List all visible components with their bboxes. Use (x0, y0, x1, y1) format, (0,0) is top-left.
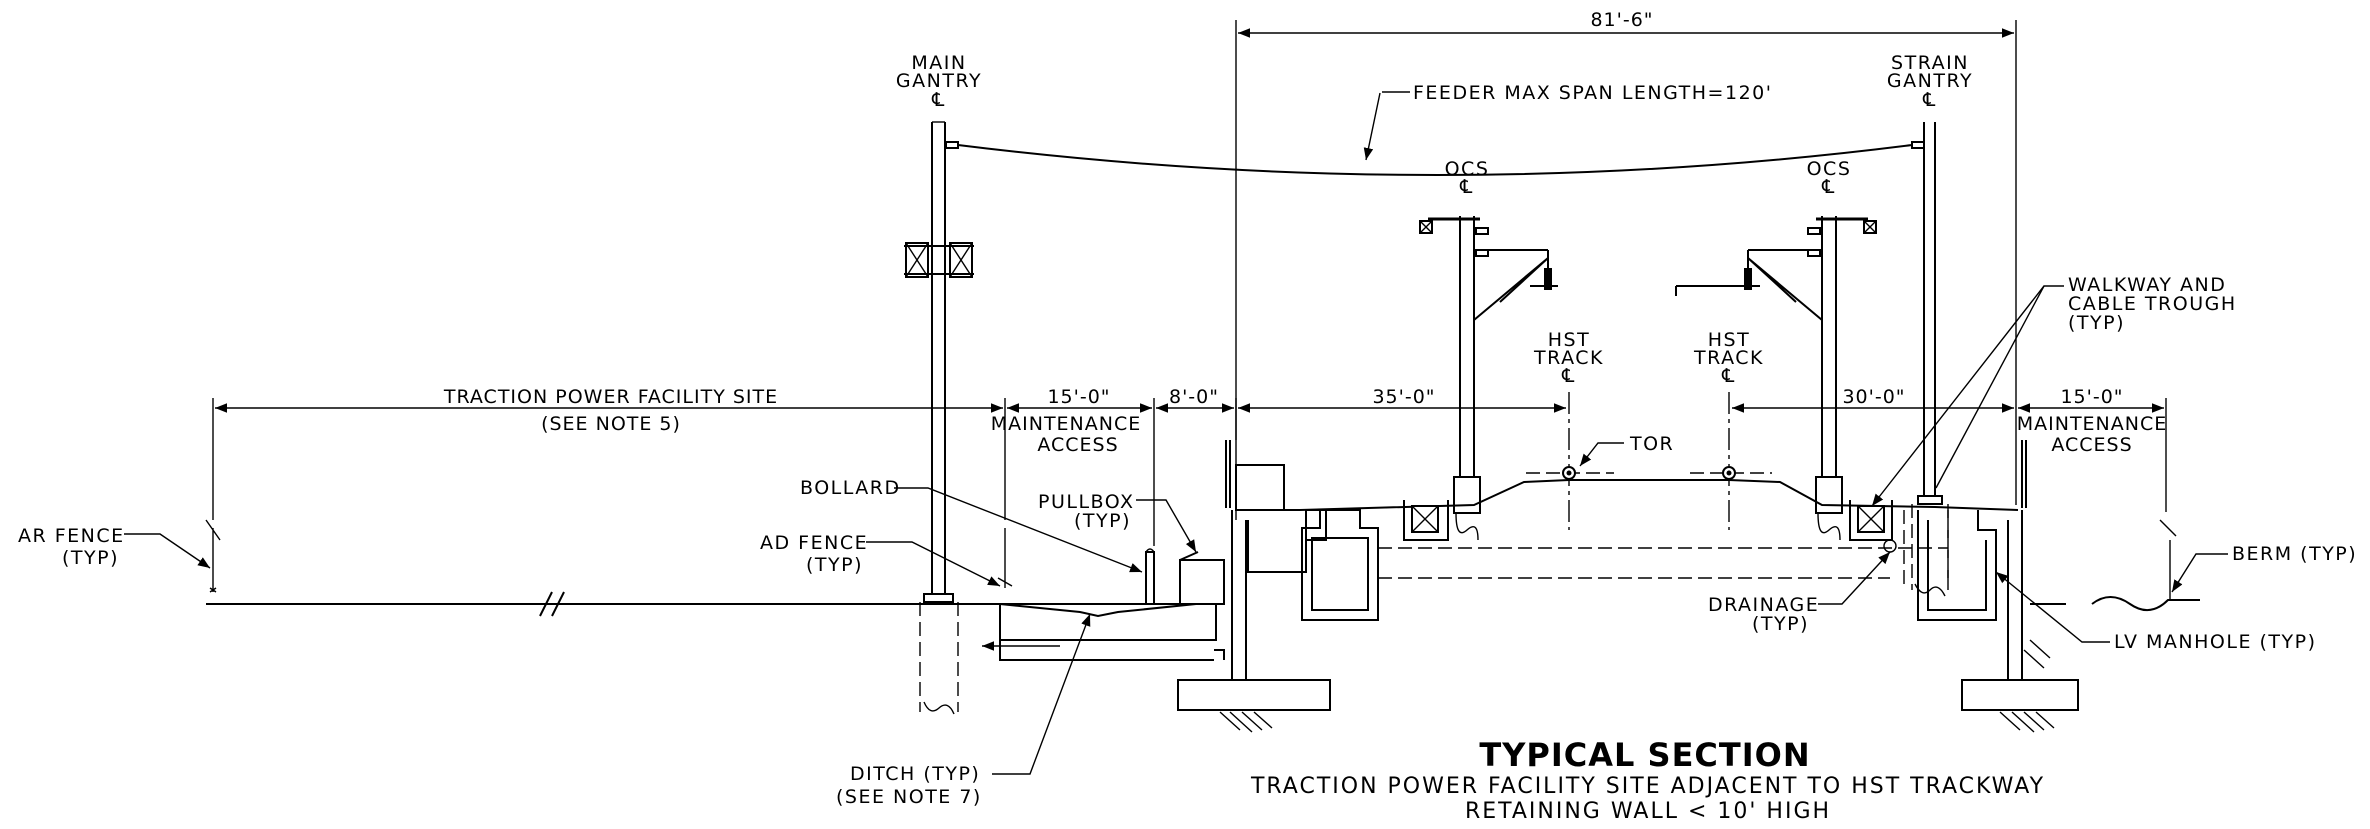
ad-fence-label-2: (TYP) (806, 554, 863, 576)
dimension-row: TRACTION POWER FACILITY SITE (SEE NOTE 5… (212, 386, 2168, 546)
ocs-right-label: OCS (1807, 158, 1852, 180)
hst-right-centerline-icon: ℄ (1721, 365, 1736, 387)
callouts: AR FENCE (TYP) AD FENCE (TYP) BOLLARD PU… (18, 274, 2357, 808)
tpf-site-dim-label: TRACTION POWER FACILITY SITE (443, 386, 778, 408)
pullbox-label-2: (TYP) (1074, 510, 1131, 532)
hst-right-label-1: HST (1708, 329, 1750, 351)
ocs-pole-right: OCS ℄ (1675, 158, 1877, 541)
eight-ft-dim: 8'-0" (1169, 386, 1219, 408)
berm-label: BERM (TYP) (2232, 543, 2357, 565)
ar-fence-label-1: AR FENCE (18, 525, 125, 547)
maint-right-dim: 15'-0" (2060, 386, 2123, 408)
strain-gantry: STRAIN GANTRY ℄ (1887, 52, 1973, 597)
pullbox-label-1: PULLBOX (1038, 491, 1135, 513)
walkway-label-3: (TYP) (2068, 312, 2125, 334)
title-block: TYPICAL SECTION TRACTION POWER FACILITY … (1250, 736, 2045, 824)
ar-fence-label-2: (TYP) (62, 547, 119, 569)
title-line-1: TRACTION POWER FACILITY SITE ADJACENT TO… (1250, 774, 2045, 799)
bollard-label: BOLLARD (800, 477, 901, 499)
ad-fence-label-1: AD FENCE (760, 532, 868, 554)
main-gantry-centerline-icon: ℄ (931, 89, 946, 111)
ocs-right-centerline-icon: ℄ (1821, 176, 1836, 198)
maint-left-dim: 15'-0" (1047, 386, 1110, 408)
ocs-left-label: OCS (1445, 158, 1490, 180)
feeder-label: FEEDER MAX SPAN LENGTH=120' (1413, 82, 1772, 104)
strain-gantry-centerline-icon: ℄ (1922, 89, 1937, 111)
ocs-pole-left: OCS ℄ (1419, 158, 1558, 541)
overall-dim-text: 81'-6" (1590, 9, 1653, 31)
ditch-label-2: (SEE NOTE 7) (836, 786, 982, 808)
ground (206, 519, 2200, 661)
hst-left-label-1: HST (1548, 329, 1590, 351)
title-main: TYPICAL SECTION (1479, 736, 1810, 774)
strain-gantry-label-1: STRAIN (1891, 52, 1969, 74)
maint-right-label-1: MAINTENANCE (2017, 413, 2168, 435)
hst-tracks: HST TRACK ℄ HST TRACK ℄ TOR (1526, 329, 1772, 530)
hst-left-centerline-icon: ℄ (1561, 365, 1576, 387)
walkway-label-1: WALKWAY AND (2068, 274, 2226, 296)
drainage-label-2: (TYP) (1752, 613, 1809, 635)
tpf-site-note: (SEE NOTE 5) (541, 413, 681, 435)
ocs-left-centerline-icon: ℄ (1459, 176, 1474, 198)
title-line-2: RETAINING WALL < 10' HIGH (1465, 799, 1831, 824)
main-gantry-label-1: MAIN (911, 52, 966, 74)
feeder-cable: FEEDER MAX SPAN LENGTH=120' (957, 82, 1913, 176)
fences (205, 519, 1013, 593)
main-gantry-label-2: GANTRY (896, 70, 982, 92)
hst-left-label-2: TRACK (1533, 347, 1604, 369)
maint-left-label-1: MAINTENANCE (991, 413, 1142, 435)
drainage-label-1: DRAINAGE (1708, 594, 1819, 616)
thirtyfive-ft-dim: 35'-0" (1372, 386, 1435, 408)
strain-gantry-label-2: GANTRY (1887, 70, 1973, 92)
trackbed (1177, 440, 2079, 733)
hst-right-label-2: TRACK (1693, 347, 1764, 369)
ditch-label-1: DITCH (TYP) (850, 763, 980, 785)
thirty-ft-dim: 30'-0" (1842, 386, 1905, 408)
main-gantry: MAIN GANTRY ℄ (896, 52, 982, 715)
lv-manhole-label: LV MANHOLE (TYP) (2114, 631, 2317, 653)
maint-left-label-2: ACCESS (1037, 434, 1118, 456)
tor-label: TOR (1629, 433, 1674, 455)
maint-right-label-2: ACCESS (2051, 434, 2132, 456)
walkway-label-2: CABLE TROUGH (2068, 293, 2237, 315)
